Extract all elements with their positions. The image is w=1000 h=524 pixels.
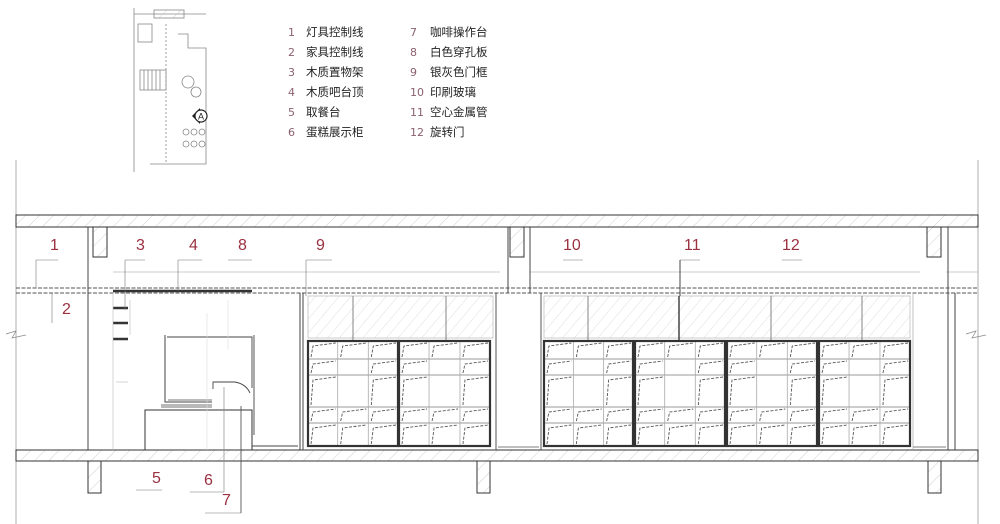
ceiling-slab xyxy=(15,214,979,258)
legend-label: 白色穿孔板 xyxy=(430,45,488,59)
leader-lines xyxy=(35,259,802,514)
callout-6: 6 xyxy=(204,472,213,489)
legend-item: 12 旋转门 xyxy=(410,122,465,142)
callout-3: 3 xyxy=(136,237,145,254)
legend-number: 12 xyxy=(410,126,424,139)
legend-label: 空心金属管 xyxy=(430,105,488,119)
svg-text:A: A xyxy=(198,112,204,122)
legend-item: 6 蛋糕展示柜 xyxy=(288,122,364,142)
legend-item: 4 木质吧台顶 xyxy=(288,82,364,102)
legend-label: 银灰色门框 xyxy=(430,65,488,79)
legend-label: 蛋糕展示柜 xyxy=(306,125,364,139)
legend-item: 2 家具控制线 xyxy=(288,42,364,62)
callout-11: 11 xyxy=(684,237,701,254)
legend-number: 6 xyxy=(288,126,295,139)
shelf-panels xyxy=(306,339,912,448)
legend-label: 木质置物架 xyxy=(306,65,364,79)
legend-number: 8 xyxy=(410,46,417,59)
bar-counter xyxy=(112,289,298,513)
legend-number: 9 xyxy=(410,66,417,79)
callout-4: 4 xyxy=(189,237,198,254)
legend-item: 10 印刷玻璃 xyxy=(410,82,476,102)
legend-number: 4 xyxy=(288,86,295,99)
legend-label: 家具控制线 xyxy=(306,45,364,59)
view-marker: A xyxy=(192,108,208,124)
callout-8: 8 xyxy=(238,237,247,254)
break-symbols xyxy=(5,330,987,339)
callout-10: 10 xyxy=(563,237,581,254)
legend-number: 1 xyxy=(288,26,295,39)
legend-item: 3 木质置物架 xyxy=(288,62,364,82)
legend-item: 11 空心金属管 xyxy=(410,102,488,122)
printed-glass-transoms xyxy=(307,295,911,340)
legend-item: 5 取餐台 xyxy=(288,102,341,122)
callout-1: 1 xyxy=(50,237,59,254)
legend-label: 旋转门 xyxy=(430,125,465,139)
legend-number: 10 xyxy=(410,86,424,99)
legend-number: 2 xyxy=(288,46,295,59)
legend-number: 7 xyxy=(410,26,417,39)
legend-label: 木质吧台顶 xyxy=(306,85,364,99)
legend-item: 9 银灰色门框 xyxy=(410,62,488,82)
legend-number: 11 xyxy=(410,106,424,119)
callout-7: 7 xyxy=(222,492,231,509)
left-walls xyxy=(87,227,956,450)
legend-label: 咖啡操作台 xyxy=(430,25,488,39)
legend-label: 印刷玻璃 xyxy=(430,85,476,99)
legend-item: 1 灯具控制线 xyxy=(288,22,364,42)
callout-2: 2 xyxy=(62,301,71,318)
callout-5: 5 xyxy=(152,470,161,487)
legend-number: 5 xyxy=(288,106,295,119)
floor-slab xyxy=(15,449,979,494)
legend-label: 灯具控制线 xyxy=(306,25,364,39)
callout-12: 12 xyxy=(782,237,800,254)
key-plan: A xyxy=(133,8,208,172)
legend-label: 取餐台 xyxy=(306,105,341,119)
legend-item: 8 白色穿孔板 xyxy=(410,42,488,62)
legend-number: 3 xyxy=(288,66,295,79)
legend-item: 7 咖啡操作台 xyxy=(410,22,488,42)
ceiling-line xyxy=(16,271,978,294)
callout-9: 9 xyxy=(316,237,325,254)
